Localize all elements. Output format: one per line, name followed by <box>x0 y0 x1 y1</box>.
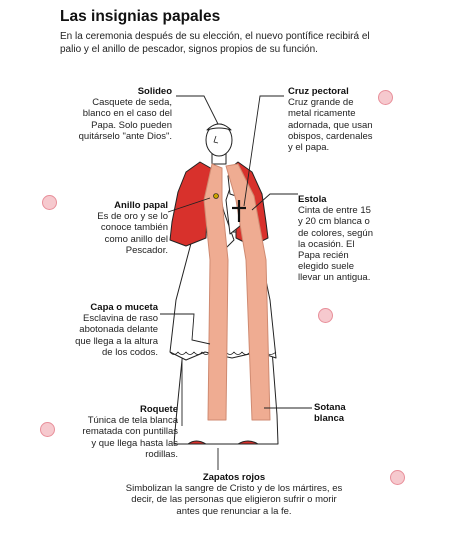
label-zapatos-heading: Zapatos rojos <box>202 472 266 483</box>
label-cruz-text: Cruz grande de metal ricamente adornada,… <box>288 97 373 154</box>
label-cruz-pectoral: Cruz pectoral Cruz grande de metal ricam… <box>288 86 374 153</box>
label-estola: Estola Cinta de entre 15 y 20 cm blanca … <box>298 194 378 284</box>
page-title: Las insignias papales <box>60 8 221 25</box>
label-solideo: Solideo Casquete de seda, blanco en el c… <box>68 86 172 142</box>
zucchetto-shape <box>206 123 232 131</box>
label-anillo-text: Es de oro y se lo conoce también como an… <box>97 211 168 256</box>
page-subtitle: En la ceremonia después de su elección, … <box>60 31 370 55</box>
label-cruz-heading: Cruz pectoral <box>288 86 349 97</box>
label-anillo: Anillo papal Es de oro y se lo conoce ta… <box>82 200 168 256</box>
label-roquete-heading: Roquete <box>140 404 178 415</box>
shoes-shape <box>187 440 207 445</box>
label-capa-text: Esclavina de raso abotonada delante que … <box>75 313 158 358</box>
label-solideo-text: Casquete de seda, blanco en el caso del … <box>78 97 172 142</box>
hotspot-dot-zapatos[interactable] <box>390 470 405 485</box>
label-zapatos: Zapatos rojos Simbolizan la sangre de Cr… <box>122 472 346 517</box>
label-anillo-heading: Anillo papal <box>114 200 168 211</box>
hotspot-dot-roquete[interactable] <box>40 422 55 437</box>
label-zapatos-text: Simbolizan la sangre de Cristo y de los … <box>125 483 343 517</box>
label-estola-heading: Estola <box>298 194 327 205</box>
label-solideo-heading: Solideo <box>137 86 172 97</box>
label-roquete-text: Túnica de tela blanca rematada con punti… <box>82 415 178 460</box>
hotspot-dot-anillo[interactable] <box>42 195 57 210</box>
label-capa-heading: Capa o muceta <box>90 302 158 313</box>
label-roquete: Roquete Túnica de tela blanca rematada c… <box>76 404 178 460</box>
stole-left <box>203 163 229 421</box>
ring-shape <box>213 193 219 199</box>
label-estola-text: Cinta de entre 15 y 20 cm blanca o de co… <box>298 205 373 284</box>
label-sotana-heading: Sotana blanca <box>314 402 346 425</box>
hotspot-dot-cruz[interactable] <box>378 90 393 105</box>
label-sotana: Sotana blanca <box>314 402 358 424</box>
label-capa: Capa o muceta Esclavina de raso abotonad… <box>62 302 158 358</box>
pectoral-cross <box>232 200 246 222</box>
hotspot-dot-estola[interactable] <box>318 308 333 323</box>
